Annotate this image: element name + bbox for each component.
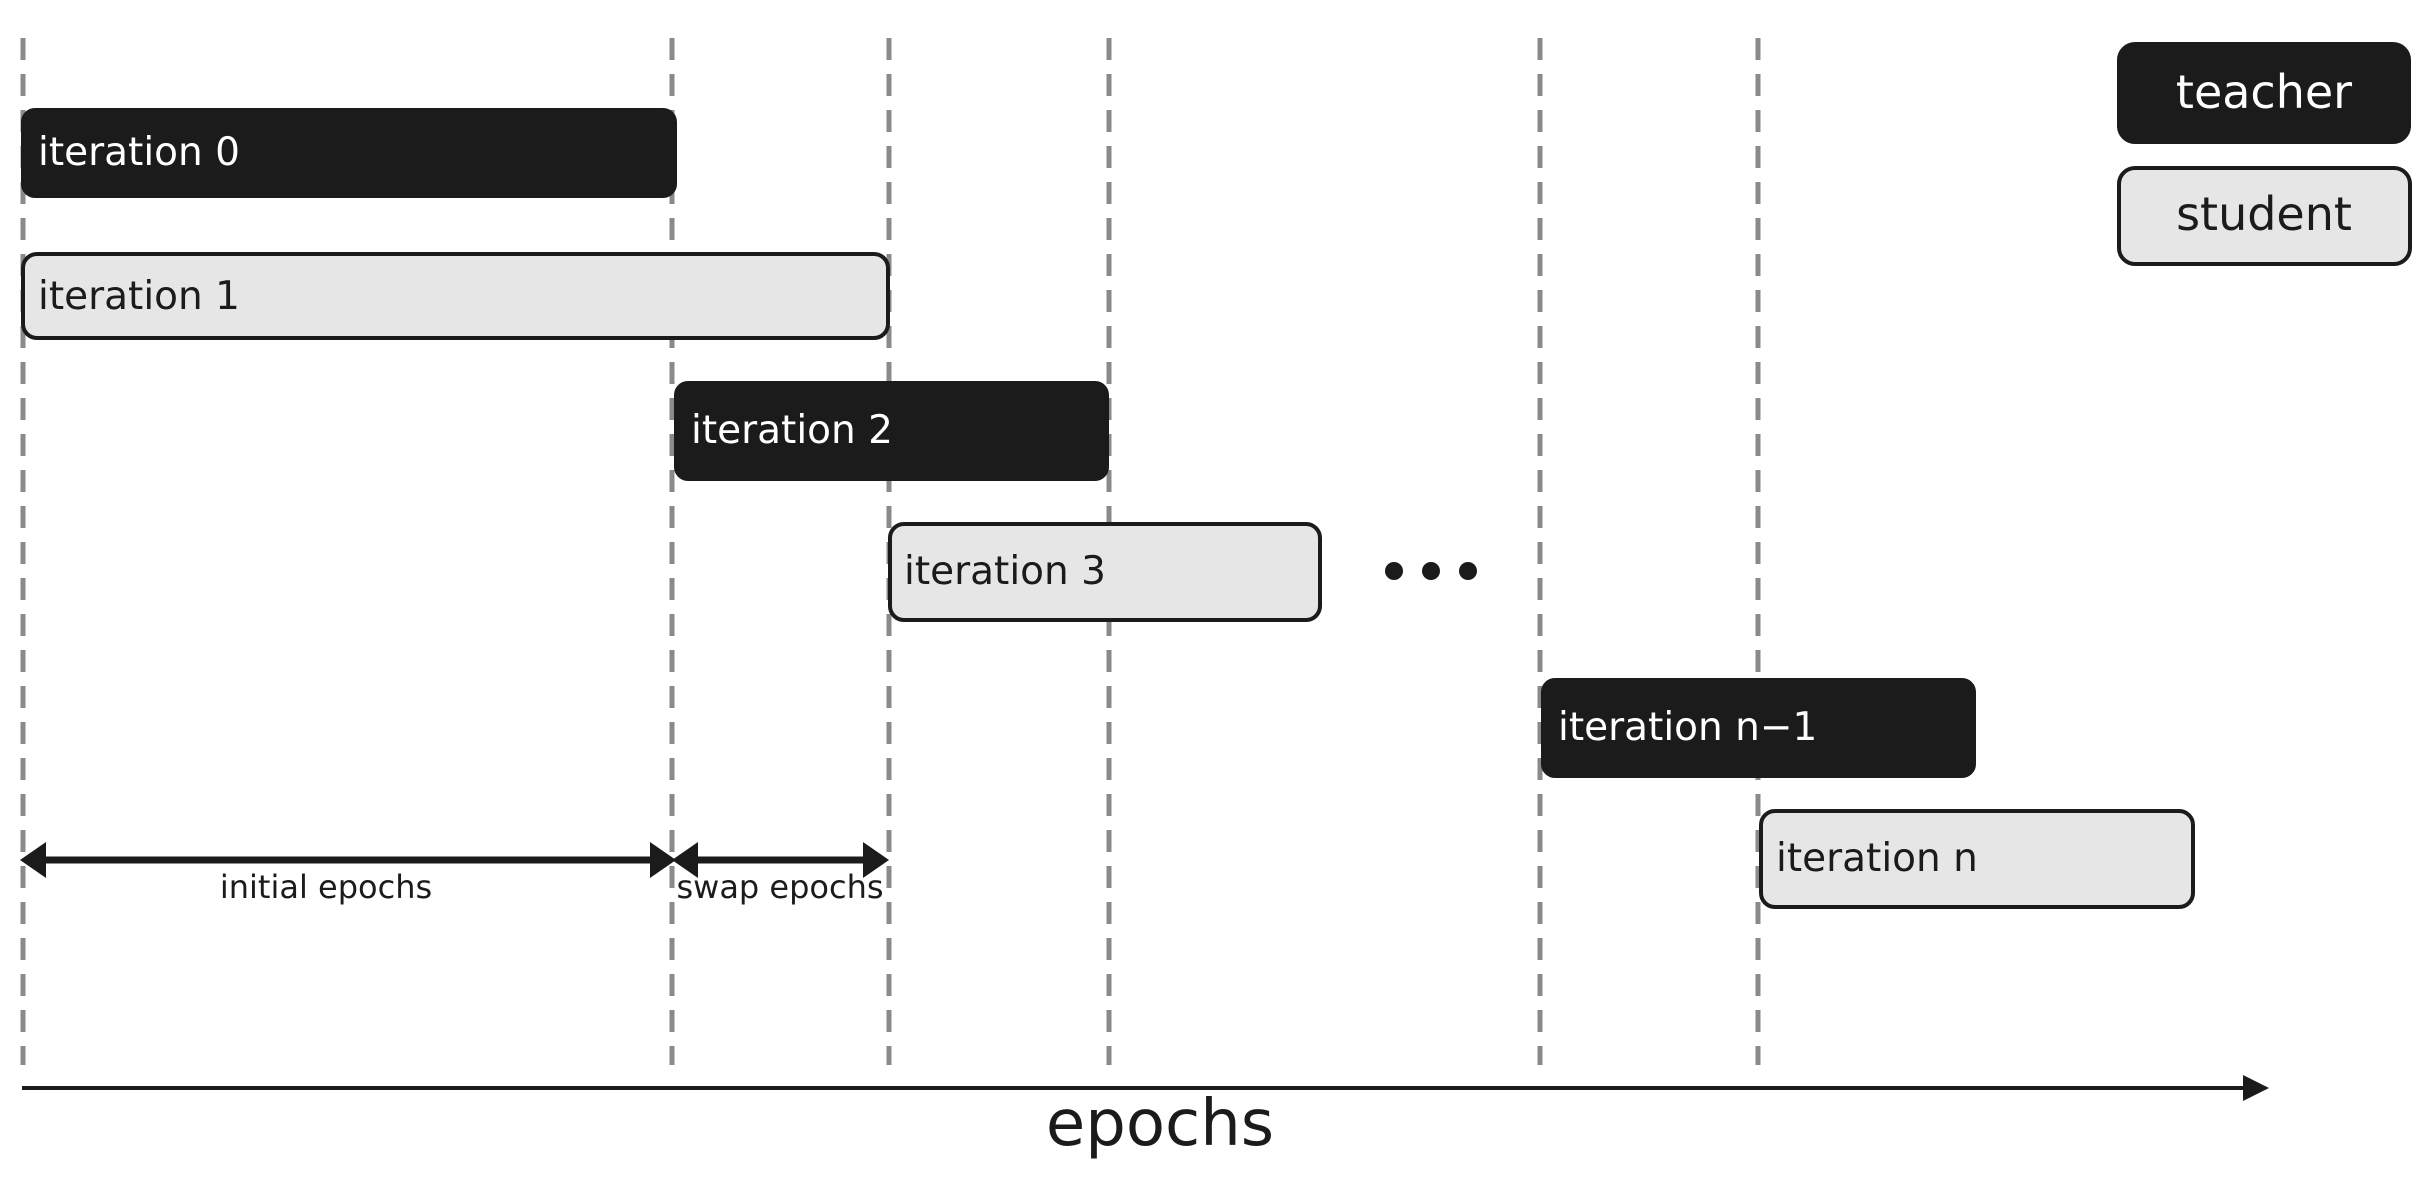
ellipsis-dot <box>1385 562 1403 580</box>
legend-student: student <box>2117 166 2412 266</box>
iteration-bar-2-box <box>674 381 1109 481</box>
ellipsis-dot <box>1459 562 1477 580</box>
epochs-axis: epochs <box>22 1075 2269 1161</box>
initial-epochs-arrow-right-head <box>650 842 676 878</box>
iteration-bar-n-minus-1-label: iteration n−1 <box>1558 705 1817 750</box>
swap-epochs-arrow-left-head <box>672 842 698 878</box>
initial-epochs-span: initial epochs <box>20 842 676 906</box>
iteration-bar-n-minus-1: iteration n−1 <box>1541 678 1976 778</box>
iteration-bar-1: iteration 1 <box>21 252 890 340</box>
iteration-bar-0: iteration 0 <box>21 108 677 198</box>
epochs-axis-arrow-head <box>2243 1075 2269 1101</box>
legend-student-label: student <box>2176 187 2352 241</box>
iteration-bar-1-box <box>21 252 890 340</box>
initial-epochs-arrow-left-head <box>20 842 46 878</box>
iteration-bar-0-box <box>21 108 677 198</box>
iteration-bar-1-label: iteration 1 <box>38 274 240 319</box>
iteration-bar-n-minus-1-box <box>1541 678 1976 778</box>
legend-teacher: teacher <box>2117 42 2411 144</box>
iteration-bar-0-label: iteration 0 <box>38 130 240 175</box>
ellipsis-dot <box>1422 562 1440 580</box>
iteration-bar-3-box <box>888 522 1322 622</box>
initial-epochs-label: initial epochs <box>220 868 432 906</box>
iteration-bar-2: iteration 2 <box>674 381 1109 481</box>
iteration-bar-n: iteration n <box>1759 809 2195 909</box>
iteration-bar-3: iteration 3 <box>888 522 1322 622</box>
legend: teacher student <box>2117 42 2412 266</box>
epochs-axis-label: epochs <box>1046 1087 1274 1161</box>
ellipsis-dots <box>1385 562 1477 580</box>
legend-teacher-label: teacher <box>2176 65 2352 119</box>
swap-epochs-span: swap epochs <box>672 842 889 906</box>
iteration-bar-2-label: iteration 2 <box>691 408 893 453</box>
swap-epochs-label: swap epochs <box>676 868 883 906</box>
iteration-bar-n-box <box>1759 809 2195 909</box>
legend-teacher-swatch <box>2117 42 2411 144</box>
swap-epochs-arrow-right-head <box>863 842 889 878</box>
legend-student-swatch <box>2117 166 2412 266</box>
iteration-bar-3-label: iteration 3 <box>904 549 1106 594</box>
iteration-bar-n-label: iteration n <box>1776 836 1978 881</box>
